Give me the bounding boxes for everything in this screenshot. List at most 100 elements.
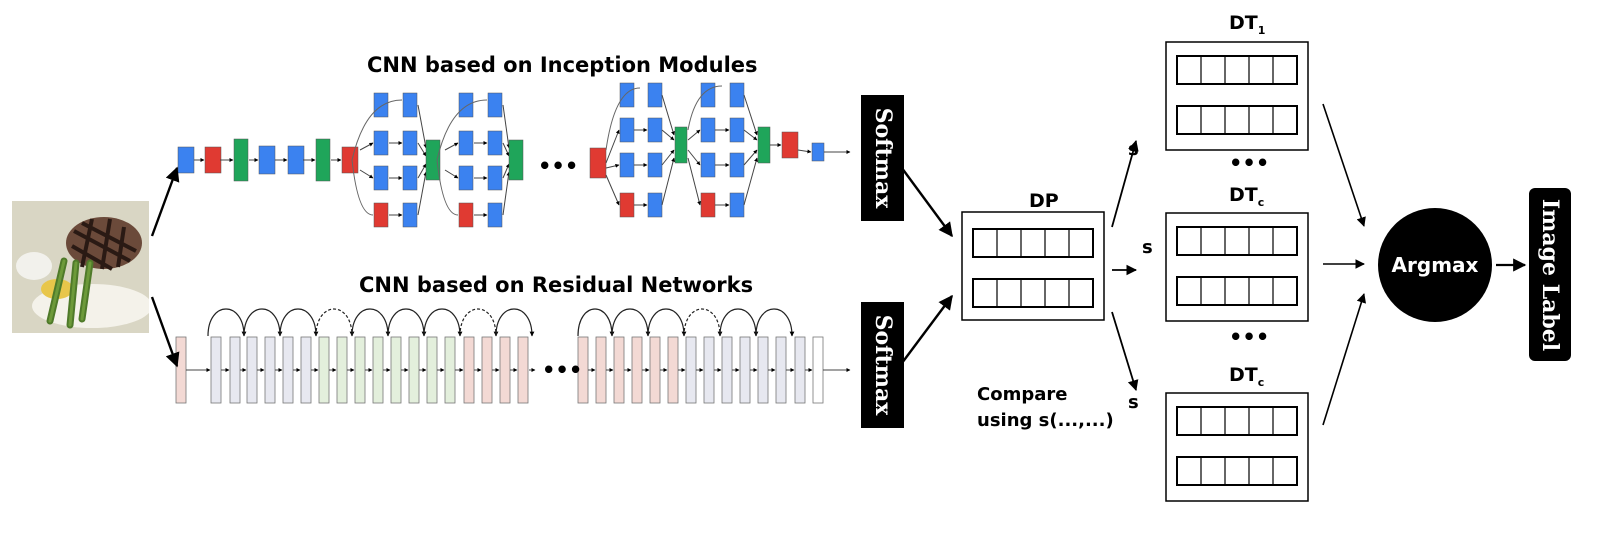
comparison-boxes — [961, 41, 1309, 502]
inception-layer — [781, 131, 799, 159]
inception-layer — [619, 117, 635, 143]
inception-layer — [647, 117, 663, 143]
argmax-label: Argmax — [1391, 253, 1479, 277]
inception-layer — [373, 130, 389, 156]
resnet-layer — [775, 336, 787, 404]
flow-arrow — [1322, 293, 1367, 426]
inception-layer — [674, 126, 688, 164]
softmax-top-box: Softmax — [861, 95, 904, 221]
skip-connection — [387, 308, 427, 337]
skip-connection — [755, 308, 795, 337]
resnet-layer — [463, 336, 475, 404]
inception-layer — [425, 139, 441, 181]
resnet-layer — [595, 336, 607, 404]
resnet-layer — [517, 336, 529, 404]
inception-layer — [402, 165, 418, 191]
image-label-box: Image Label — [1529, 188, 1571, 361]
resnet-layer — [246, 336, 258, 404]
inception-layer — [757, 126, 771, 164]
dt-bot-label: DTc — [1229, 364, 1264, 389]
dp-label: DP — [1029, 190, 1059, 212]
dt-vector-1-a — [1176, 226, 1298, 256]
inception-layer — [341, 146, 359, 174]
inception-layer — [458, 130, 474, 156]
resnet-layer — [354, 336, 366, 404]
dt-vector-0-a — [1176, 55, 1298, 85]
inception-layer — [233, 138, 249, 182]
skip-connection — [683, 308, 723, 337]
connector — [797, 149, 812, 154]
connector — [661, 149, 675, 166]
skip-connection — [719, 308, 759, 337]
dt-top-main: DT — [1229, 12, 1258, 34]
resnet-layer — [175, 336, 187, 404]
dt-ellipsis-top: ••• — [1229, 151, 1270, 175]
connector — [743, 149, 758, 166]
inception-layer — [487, 92, 503, 118]
connector — [687, 157, 702, 206]
resnet-layer — [264, 336, 276, 404]
dt-bot-sub: c — [1257, 375, 1265, 389]
connector — [743, 129, 758, 141]
connector — [502, 163, 510, 179]
inception-layer — [373, 92, 389, 118]
dp-vector-2 — [972, 278, 1094, 308]
resnet-layer — [703, 336, 715, 404]
resnet-layer — [210, 336, 222, 404]
input-food-image — [12, 201, 149, 333]
dt-bot-main: DT — [1229, 364, 1258, 386]
resnet-layer — [481, 336, 493, 404]
resnet-layer — [390, 336, 402, 404]
skip-connection — [611, 308, 651, 337]
connector — [743, 157, 758, 206]
inception-layer — [487, 165, 503, 191]
inception-layer — [508, 139, 524, 181]
inception-layer — [487, 202, 503, 228]
dt-vector-1-b — [1176, 276, 1298, 306]
resnet-title: CNN based on Residual Networks — [359, 273, 754, 297]
resnet-layer — [282, 336, 294, 404]
inception-layer — [177, 146, 195, 174]
connector — [444, 142, 459, 151]
dt-mid-main: DT — [1229, 184, 1258, 206]
s-label-mid: s — [1142, 237, 1153, 258]
resnet-layer — [336, 336, 348, 404]
inception-layer — [402, 130, 418, 156]
dt-mid-sub: c — [1257, 195, 1265, 209]
skip-connection — [351, 308, 391, 337]
resnet-layer — [631, 336, 643, 404]
inception-layer — [619, 152, 635, 178]
resnet-layer — [685, 336, 697, 404]
inception-layer — [589, 147, 607, 179]
inception-layer — [402, 92, 418, 118]
inception-layer — [487, 130, 503, 156]
connector — [661, 129, 675, 141]
inception-layer — [700, 117, 716, 143]
inception-layer — [729, 152, 745, 178]
connector — [687, 85, 723, 131]
inception-network-graphic — [177, 82, 851, 228]
inception-layer — [700, 192, 716, 218]
softmax-bottom-box: Softmax — [861, 302, 904, 428]
dt-vector-2-a — [1176, 406, 1298, 436]
resnet-layer — [408, 336, 420, 404]
skip-connection — [495, 308, 535, 337]
resnet-layer — [499, 336, 511, 404]
connector — [351, 99, 403, 161]
resnet-layer — [757, 336, 769, 404]
connector — [436, 159, 459, 216]
connector — [444, 169, 459, 179]
connector — [605, 87, 641, 151]
inception-layer — [619, 82, 635, 108]
inception-layer — [700, 152, 716, 178]
inception-title: CNN based on Inception Modules — [367, 53, 758, 77]
connector — [502, 171, 511, 216]
inception-layer — [458, 202, 474, 228]
flow-arrow — [1111, 139, 1139, 228]
connector — [605, 129, 620, 164]
image-label-text: Image Label — [1537, 198, 1563, 351]
resnet-layer — [300, 336, 312, 404]
flow-arrow — [1322, 103, 1366, 227]
